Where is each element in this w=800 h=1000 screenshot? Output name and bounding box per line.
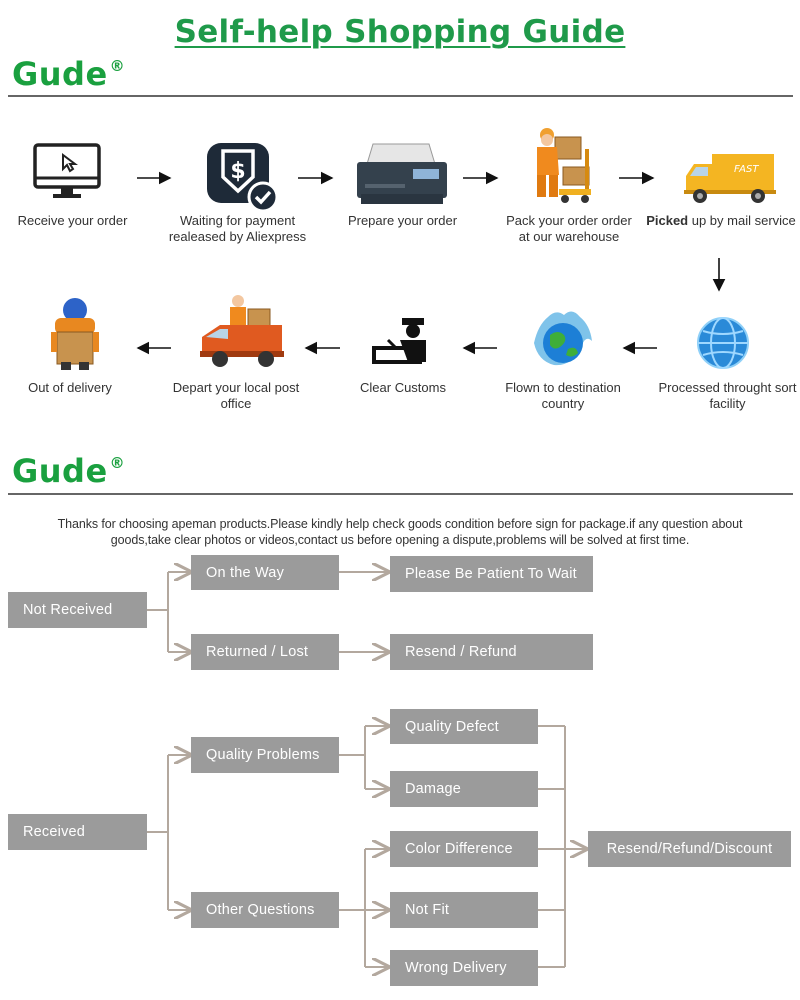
step-label: Pack your order order at our warehouse: [506, 213, 632, 244]
other-questions-box: Other Questions: [191, 892, 339, 928]
notice-line-1: Thanks for choosing apeman products.Plea…: [57, 517, 743, 531]
brand-logo-top: Gude®: [12, 55, 125, 93]
divider-top: [8, 95, 793, 97]
step-label: Out of delivery: [28, 380, 112, 395]
wrong-delivery-box: Wrong Delivery: [390, 950, 538, 986]
globe-icon: [695, 315, 751, 376]
parcel-courier-icon: [45, 296, 105, 377]
returned-lost-box: Returned / Lost: [191, 634, 339, 670]
step-label: Picked up by mail service: [642, 213, 800, 229]
quality-problems-box: Quality Problems: [191, 737, 339, 773]
brand-name: Gude: [12, 452, 108, 490]
delivery-truck-icon: FAST: [682, 150, 780, 211]
not-received-box: Not Received: [8, 592, 147, 628]
step-label: Prepare your order: [347, 213, 458, 228]
brand-name: Gude: [12, 55, 108, 93]
brand-mark: ®: [109, 57, 126, 75]
earth-splash-icon: [528, 305, 598, 378]
svg-text:$: $: [230, 159, 245, 184]
worker-icon: [525, 127, 597, 210]
page-title: Self-help Shopping Guide: [174, 14, 626, 50]
brand-logo-bottom: Gude®: [12, 452, 125, 490]
brand-mark: ®: [109, 454, 126, 472]
notice-text: Thanks for choosing apeman products.Plea…: [0, 516, 800, 548]
not-fit-box: Not Fit: [390, 892, 538, 928]
process-arrows: [136, 171, 726, 355]
quality-defect-box: Quality Defect: [390, 709, 538, 744]
monitor-icon: [33, 143, 103, 206]
printer-icon: [355, 142, 450, 213]
courier-truck-icon: [198, 293, 286, 380]
step-label-bold: Picked: [646, 213, 689, 228]
step-label: Flown to destination country: [505, 380, 621, 411]
notice-line-2: goods,take clear photos or videos,contac…: [110, 533, 690, 547]
damage-box: Damage: [390, 771, 538, 807]
step-label-rest: up by mail service: [688, 213, 796, 228]
patient-wait-box: Please Be Patient To Wait: [390, 556, 593, 592]
received-box: Received: [8, 814, 147, 850]
step-label: Receive your order: [17, 213, 128, 228]
step-label: Clear Customs: [360, 380, 446, 395]
step-label: Waiting for payment realeased by Aliexpr…: [168, 213, 307, 244]
divider-bottom: [8, 493, 793, 495]
svg-text:FAST: FAST: [734, 164, 759, 175]
customs-officer-icon: [370, 316, 428, 371]
on-the-way-box: On the Way: [191, 555, 339, 590]
payment-icon: $: [205, 141, 281, 216]
resend-refund-discount-box: Resend/Refund/Discount: [588, 831, 791, 867]
step-label: Depart your local post office: [172, 380, 300, 411]
color-difference-box: Color Difference: [390, 831, 538, 867]
resend-refund-box: Resend / Refund: [390, 634, 593, 670]
step-label: Processed throught sort facility: [658, 380, 797, 411]
